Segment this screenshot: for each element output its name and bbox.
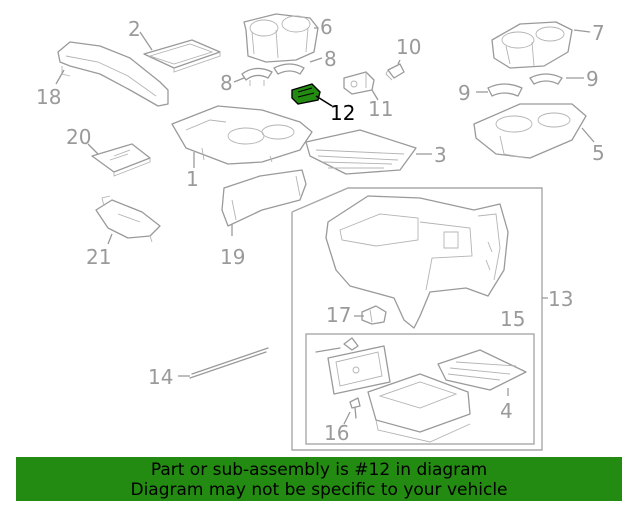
callout-17: 17 (326, 303, 351, 327)
part-18-trim-panel (57, 41, 169, 107)
leader-21 (107, 233, 113, 245)
part-5-rear-tray (473, 103, 587, 159)
callout-8a: 8 (220, 71, 233, 95)
callout-7: 7 (592, 21, 605, 45)
assembly-13-frame (291, 187, 543, 451)
callout-15: 15 (500, 307, 525, 331)
leader-20 (87, 143, 99, 155)
part-15-contents (315, 337, 471, 443)
callout-3: 3 (434, 143, 447, 167)
part-12-highlighted (291, 83, 321, 105)
part-14-rod (189, 347, 269, 379)
leader-10 (397, 59, 401, 65)
leader-2 (139, 31, 153, 51)
leader-8a (233, 77, 245, 83)
part-20-module (91, 143, 151, 177)
banner-line-2: Diagram may not be specific to your vehi… (130, 480, 508, 500)
callout-21: 21 (86, 245, 111, 269)
part-9-rear-rings (487, 73, 563, 97)
banner-line-1: Part or sub-assembly is #12 in diagram (150, 460, 488, 480)
callout-1: 1 (186, 167, 199, 191)
part-13-console-assembly (325, 195, 509, 329)
leader-18 (55, 69, 65, 85)
callout-14: 14 (148, 365, 173, 389)
assembly-15-frame (305, 333, 535, 445)
callout-20: 20 (66, 125, 91, 149)
leader-12 (315, 95, 333, 107)
callout-11: 11 (368, 97, 393, 121)
leader-5 (581, 127, 595, 143)
callout-4: 4 (500, 399, 513, 423)
part-1-console-base (171, 105, 313, 165)
part-8-retainer-rings (241, 63, 305, 86)
leader-16 (343, 411, 351, 425)
part-3-mat (305, 129, 417, 175)
part-6-cup-holder (243, 13, 319, 63)
callout-13: 13 (548, 287, 573, 311)
info-banner: Part or sub-assembly is #12 in diagram D… (16, 457, 622, 501)
part-17-clip (361, 305, 387, 325)
callout-16: 16 (324, 421, 349, 445)
part-7-rear-cup-holder (491, 21, 573, 69)
callout-10: 10 (396, 35, 421, 59)
callout-19: 19 (220, 245, 245, 269)
callout-2: 2 (128, 17, 141, 41)
callout-9b: 9 (586, 67, 599, 91)
callout-18: 18 (36, 85, 61, 109)
part-19-side-panel (221, 169, 307, 227)
part-2-lid-pad (143, 39, 221, 73)
part-21-bracket (95, 195, 161, 243)
callout-6: 6 (320, 15, 333, 39)
leader-11 (371, 89, 379, 101)
leader-8b (309, 57, 323, 63)
part-16-screw (349, 397, 361, 419)
callout-5: 5 (592, 141, 605, 165)
part-11-latch (343, 71, 375, 95)
callout-12: 12 (330, 101, 355, 125)
part-10-pin (385, 63, 405, 81)
callout-8b: 8 (324, 47, 337, 71)
part-4-tray-mat (437, 349, 527, 391)
leader-7 (573, 29, 591, 33)
callout-9a: 9 (458, 81, 471, 105)
